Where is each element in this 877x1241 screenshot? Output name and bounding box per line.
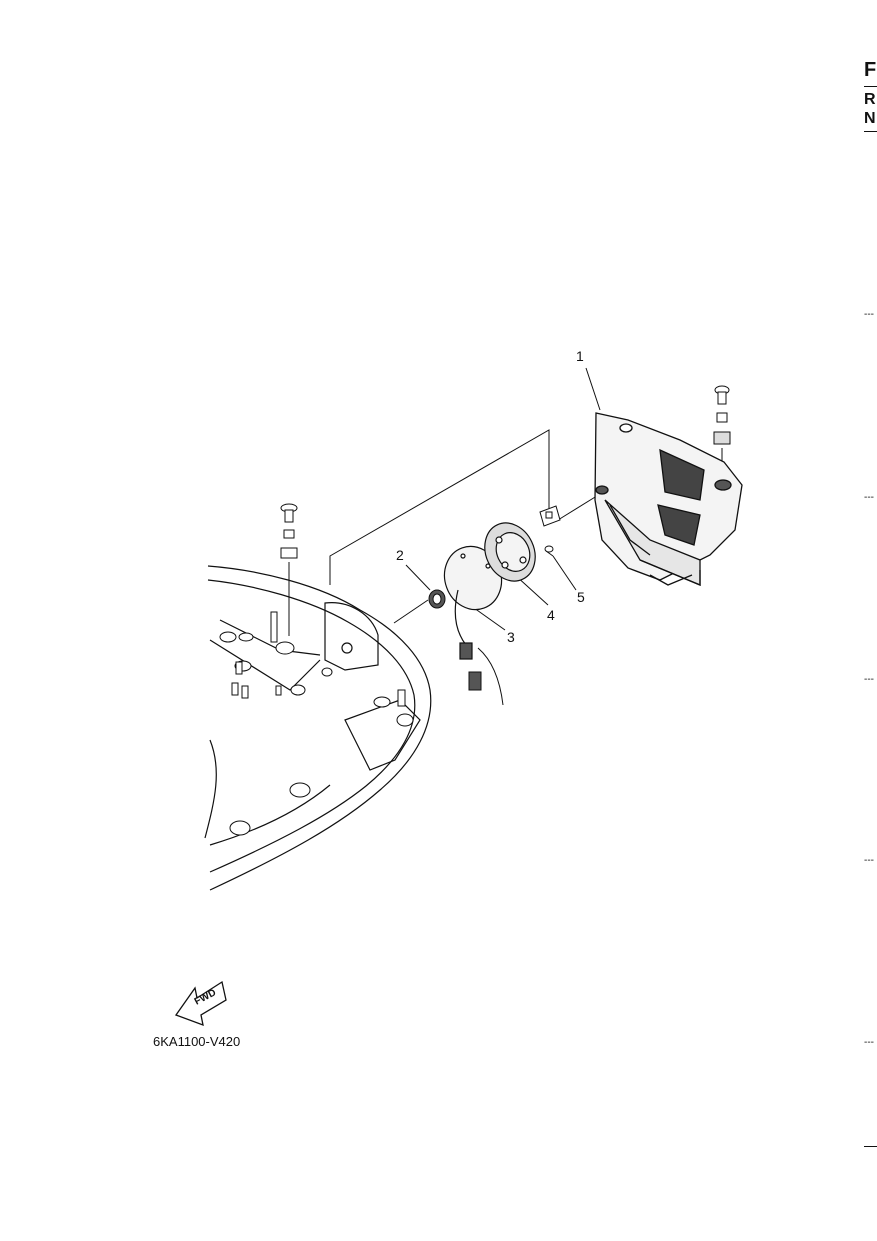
holder-part (484, 522, 536, 582)
cowling-mount-details (219, 611, 414, 836)
small-screw-part (544, 545, 554, 557)
side-tab-letter-n: N (864, 110, 876, 127)
clip-part (539, 505, 561, 527)
side-tab-letter-f: F (864, 59, 877, 81)
callout-1: 1 (576, 348, 584, 364)
side-tab-rule (864, 86, 877, 87)
figure-code: 6KA1100-V420 (153, 1034, 241, 1049)
side-tab-letter-r: R (864, 91, 876, 108)
front-cover-panel (594, 412, 743, 586)
callout-5: 5 (577, 589, 585, 605)
callout-4: 4 (547, 607, 555, 623)
margin-tick: --- (864, 492, 874, 503)
margin-tick: --- (864, 674, 874, 685)
side-tab-rule (864, 131, 877, 132)
margin-tick: --- (864, 855, 874, 866)
bottom-cowling (204, 565, 432, 891)
left-screw-stack (280, 503, 298, 636)
grommet-part (428, 589, 446, 609)
right-screw-stack (713, 385, 731, 445)
callout-2: 2 (396, 547, 404, 563)
wire-connector (468, 647, 504, 706)
fwd-arrow-icon (174, 980, 227, 1027)
margin-tick: --- (864, 309, 874, 320)
cover-plate-part (443, 545, 503, 660)
callout-3: 3 (507, 629, 515, 645)
side-tab-rule (864, 1146, 877, 1147)
margin-tick: --- (864, 1037, 874, 1048)
